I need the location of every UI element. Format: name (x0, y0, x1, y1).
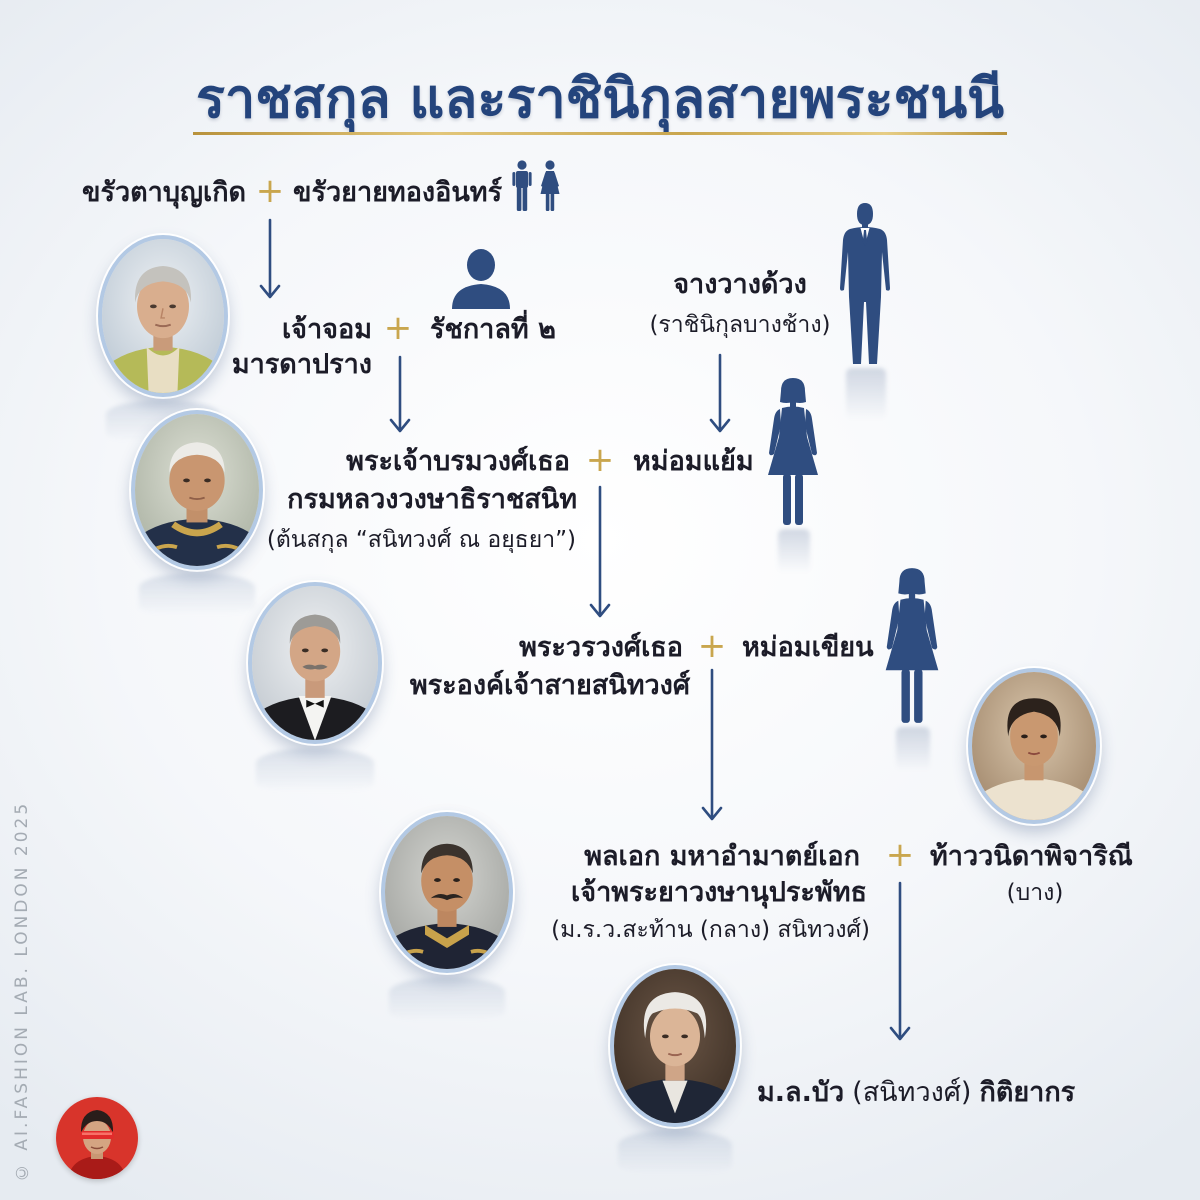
arrow-down-icon-bang-chang (709, 353, 731, 433)
wife-gen5-name: ท้าววนิดาพิจาริณี (930, 841, 1133, 872)
silhouette-reflection (778, 529, 810, 573)
plus-icon: + (885, 835, 915, 875)
arrow-down-icon-gen2 (389, 355, 411, 433)
plus-icon: + (585, 440, 615, 480)
standing-woman-icon (885, 568, 939, 723)
standing-man-icon (840, 203, 890, 364)
copyright-watermark: © AI.FASHION LAB. LONDON 2025 (12, 800, 32, 1182)
bang-chang-ancestor-note: (ราชินิกุลบางช้าง) (649, 312, 831, 338)
consort-gen4-name: หม่อมเขียน (742, 632, 874, 663)
noble-gen5-line-2: เจ้าพระยาวงษานุประพัทธ (571, 877, 867, 908)
woman-icon (540, 160, 560, 211)
prince-gen4-line-2: พระองค์เจ้าสายสนิทวงศ์ (409, 670, 690, 701)
arrow-down-icon-gen5 (889, 881, 911, 1041)
portrait-reflection (389, 977, 505, 1021)
portrait-phra-ong-chao-sai-sanitwong (248, 582, 382, 744)
noble-gen5-line-1: พลเอก มหาอำมาตย์เอก (584, 841, 860, 872)
prince-gen4-line-1: พระวรวงศ์เธอ (519, 632, 683, 663)
portrait-krom-luang-wongsa (131, 410, 263, 570)
arrow-down-icon-gen3 (589, 485, 611, 618)
arrow-down-icon-gen1 (259, 218, 281, 299)
prince-gen3-line-1: พระเจ้าบรมวงศ์เธอ (346, 446, 570, 477)
portrait-reflection (139, 573, 255, 615)
arrow-down-icon-gen4 (701, 668, 723, 821)
portrait-ml-bua-kitiyakara (610, 965, 740, 1127)
wife-gen5-note: (บาง) (1006, 880, 1064, 906)
noble-gen5-note: (ม.ร.ว.สะท้าน (กลาง) สนิทวงศ์) (551, 917, 870, 943)
descendant-title-name: ม.ล.บัว (757, 1077, 845, 1108)
prince-gen3-line-2: กรมหลวงวงษาธิราชสนิท (287, 484, 577, 515)
portrait-reflection (618, 1130, 732, 1174)
silhouette-reflection (896, 727, 930, 771)
grandmother-name: ขรัวยายทองอินทร์ (293, 177, 503, 208)
grandfather-name: ขรัวตาบุญเกิด (82, 177, 247, 208)
mother-name-line-1: เจ้าจอม (281, 314, 372, 345)
page-title: ราชสกุล และราชินิกุลสายพระชนนี (195, 67, 1005, 130)
portrait-reflection (256, 748, 374, 792)
descendant-married-name: กิติยากร (979, 1077, 1076, 1108)
avatar-logo (56, 1097, 138, 1179)
plus-icon: + (255, 171, 285, 211)
portrait-thao-wanida-phicharini (968, 668, 1100, 824)
prince-gen3-note: (ต้นสกุล “สนิทวงศ์ ณ อยุธยา”) (266, 527, 576, 553)
silhouette-reflection (846, 368, 886, 420)
title-underline (193, 132, 1007, 135)
plus-icon: + (697, 626, 727, 666)
plus-icon: + (383, 308, 413, 348)
standing-woman-icon (768, 378, 818, 525)
bang-chang-ancestor-name: จางวางด้วง (673, 269, 807, 300)
portrait-chao-chom-manda-prang (98, 235, 228, 397)
king-name: รัชกาลที่ ๒ (430, 314, 556, 345)
mother-name-line-2: มารดาปราง (231, 349, 372, 380)
descendant-maiden-name: (สนิทวงศ์) (852, 1077, 972, 1108)
descendant-gen6-name: ม.ล.บัว(สนิทวงศ์)กิติยากร (757, 1075, 1075, 1111)
portrait-chao-phraya-wongsanupraphat (381, 812, 513, 973)
consort-gen3-name: หม่อมแย้ม (633, 446, 754, 477)
person-bust-icon (452, 249, 510, 309)
man-icon (512, 160, 532, 211)
couple-icon (512, 160, 560, 211)
